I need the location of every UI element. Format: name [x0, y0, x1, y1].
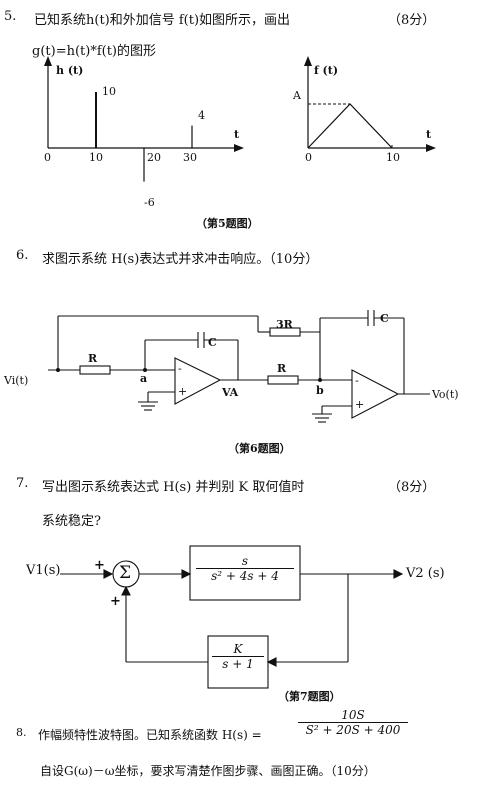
opamp1-plus: +: [178, 385, 188, 398]
f-axis-x-arrow: [426, 144, 436, 152]
q7-score: （8分）: [388, 480, 436, 495]
f-tick-0: 0: [305, 151, 312, 164]
h-tick-10: 10: [89, 151, 103, 164]
q7-text: 写出图示系统表达式 H(s) 并判别 K 取何值时: [42, 480, 305, 495]
sum-plus-input: +: [94, 558, 105, 573]
q8-number: 8.: [16, 726, 27, 739]
q6-caption: （第6题图）: [228, 442, 291, 455]
q7-number: 7.: [16, 476, 29, 491]
forward-block: [189, 545, 301, 601]
h-tick-0: 0: [44, 151, 51, 164]
sum-plus-feedback: +: [110, 594, 121, 609]
f-tick-10: 10: [386, 151, 400, 164]
feedback-transfer-fraction: K s + 1: [212, 642, 264, 671]
q7-caption: （第7题图）: [278, 690, 341, 703]
h-tick-30: 30: [183, 151, 197, 164]
circuit-r2-label: R: [277, 362, 287, 375]
circuit-node-b: b: [316, 384, 324, 397]
q6-number: 6.: [16, 248, 29, 263]
q7-v1: V1(s): [26, 563, 61, 578]
q5-number: 5.: [4, 9, 17, 24]
opamp-1: [174, 357, 222, 405]
circuit-vin: Vi(t): [4, 374, 29, 387]
h-tick-20: 20: [147, 151, 161, 164]
forward-denominator: s² + 4s + 4: [211, 569, 279, 583]
h-impulse-label-neg6: -6: [144, 196, 155, 209]
f-amp-label: A: [293, 89, 301, 102]
q7-v2: V2 (s): [406, 566, 445, 581]
sum-symbol: Σ: [119, 563, 132, 583]
q8-line2: 自设G(ω)－ω坐标，要求写清楚作图步骤、画图正确。（10分）: [40, 764, 376, 778]
circuit-c1-label: C: [208, 336, 217, 349]
f-t-label: t: [426, 128, 432, 141]
forward-numerator: s: [196, 554, 294, 569]
opamp-2: [351, 369, 400, 419]
opamp2-minus: -: [355, 374, 359, 387]
opamp2-plus: +: [355, 398, 365, 411]
h-impulse-label-10: 10: [102, 85, 116, 98]
h-t-label: t: [234, 128, 240, 141]
q8-denominator: S² + 20S + 400: [305, 723, 401, 737]
h-axis-y-arrow: [44, 56, 52, 66]
circuit-r1-label: R: [88, 352, 98, 365]
forward-transfer-fraction: s s² + 4s + 4: [196, 554, 294, 583]
feedback-denominator: s + 1: [222, 657, 254, 671]
q8-text: 作幅频特性波特图。已知系统函数 H(s) =: [38, 728, 262, 742]
q6-text: 求图示系统 H(s)表达式并求冲击响应。（10分）: [42, 252, 319, 267]
circuit-vout: Vo(t): [432, 388, 459, 401]
f-axis-y-arrow: [304, 56, 312, 66]
opamp1-minus: -: [178, 362, 182, 375]
circuit-r3-label: 3R: [276, 318, 293, 331]
q5-score: （8分）: [388, 13, 436, 28]
circuit-va: VA: [222, 386, 239, 399]
circuit-node-a: a: [140, 372, 148, 385]
circuit-c2-label: C: [380, 312, 389, 325]
feedback-numerator: K: [212, 642, 264, 657]
h-label: h (t): [56, 64, 84, 77]
h-axis-x-arrow: [234, 144, 244, 152]
q5-text: 已知系统h(t)和外加信号 f(t)如图所示，画出: [34, 13, 291, 28]
q5-line2: g(t)=h(t)*f(t)的图形: [32, 44, 157, 59]
q8-transfer-fraction: 10S S² + 20S + 400: [298, 708, 408, 737]
q8-numerator: 10S: [298, 708, 408, 723]
q5-caption: （第5题图）: [196, 217, 259, 230]
f-label: f (t): [314, 64, 339, 77]
h-impulse-label-4: 4: [198, 109, 205, 122]
q7-line2: 系统稳定?: [42, 514, 101, 529]
